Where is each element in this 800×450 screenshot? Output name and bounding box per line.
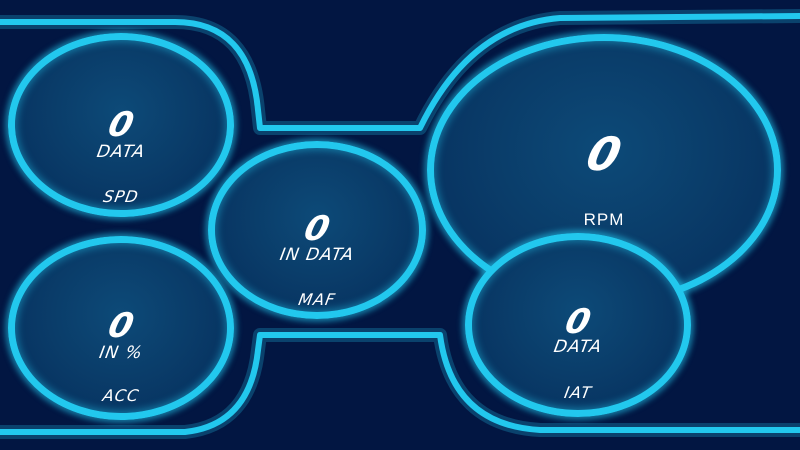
acc-value: 0 xyxy=(104,306,138,346)
iat-value: 0 xyxy=(561,302,595,342)
spd-gauge: 0 DATA SPD xyxy=(8,33,234,217)
frame-top-line xyxy=(0,13,800,131)
iat-gauge: 0 DATA IAT xyxy=(465,233,691,417)
acc-label: ACC xyxy=(101,386,141,405)
rpm-label: RPM xyxy=(583,210,625,229)
maf-label: MAF xyxy=(296,290,338,309)
acc-gauge: 0 IN % ACC xyxy=(8,236,234,420)
spd-label: SPD xyxy=(101,187,141,206)
iat-label: IAT xyxy=(562,383,594,402)
maf-unit: IN DATA xyxy=(278,245,356,265)
acc-unit: IN % xyxy=(97,343,145,363)
maf-gauge: 0 IN DATA MAF xyxy=(208,141,426,319)
spd-unit: DATA xyxy=(95,142,147,162)
maf-value: 0 xyxy=(300,209,334,249)
frame-bottom-line xyxy=(0,332,800,435)
spd-value: 0 xyxy=(104,105,138,145)
rpm-value: 0 xyxy=(581,127,627,181)
iat-unit: DATA xyxy=(552,337,604,357)
